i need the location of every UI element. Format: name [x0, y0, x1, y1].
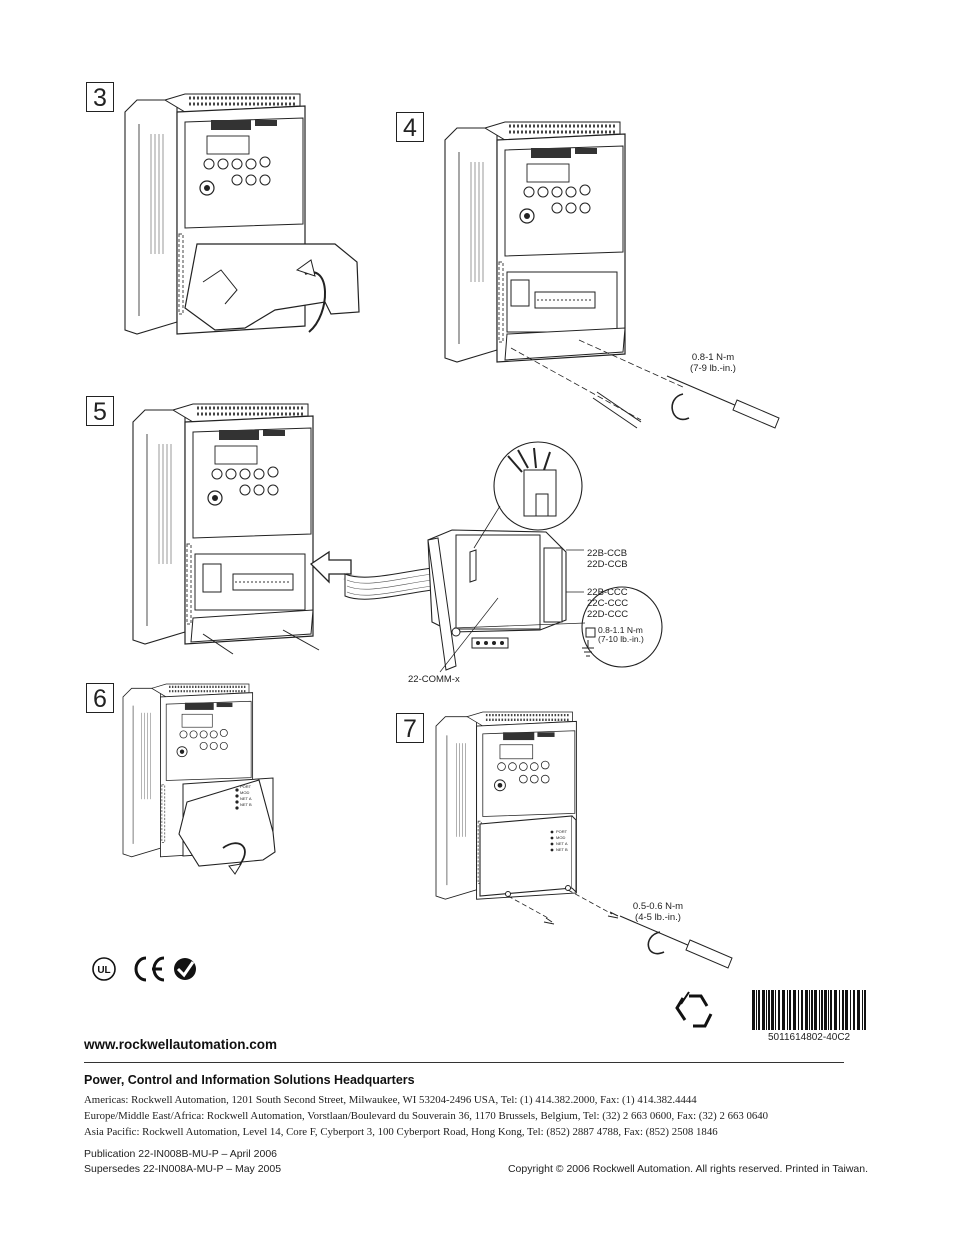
step-number-3: 3 — [86, 82, 114, 112]
barcode-number: 5011614802-40C2 — [768, 1032, 851, 1043]
publication-number: Publication 22-IN008B-MU-P – April 2006 — [84, 1148, 277, 1160]
port-labels-step7: PORT MOD NET A NET B — [556, 829, 568, 852]
barcode-bar — [766, 990, 767, 1030]
comm-module-drawing — [427, 441, 663, 673]
barcode-bar — [762, 990, 765, 1030]
barcode-bar — [758, 990, 760, 1030]
step-number-5: 5 — [86, 396, 114, 426]
barcode-bar — [809, 990, 810, 1030]
model-ccb-label: 22B-CCB 22D-CCB — [587, 548, 628, 570]
step7-drawing — [434, 710, 733, 969]
ul-listed-icon: UL — [92, 957, 116, 981]
barcode-bar — [798, 990, 799, 1030]
step-number-6: 6 — [86, 683, 114, 713]
barcode-bar — [811, 990, 813, 1030]
svg-text:UL: UL — [97, 965, 110, 976]
address-emea: Europe/Middle East/Africa: Rockwell Auto… — [84, 1110, 769, 1122]
barcode-bar — [768, 990, 770, 1030]
barcode-bar — [850, 990, 851, 1030]
website-link[interactable]: www.rockwellautomation.com — [84, 1037, 278, 1052]
comm-module-label: 22-COMM-x — [408, 674, 460, 685]
step4-drawing — [443, 120, 780, 429]
barcode-bar — [789, 990, 791, 1030]
barcode-bar — [842, 990, 844, 1030]
barcode — [752, 990, 866, 1030]
ce-mark-icon — [134, 956, 165, 982]
barcode-bar — [857, 990, 860, 1030]
barcode-bar — [864, 990, 866, 1030]
barcode-bar — [821, 990, 823, 1030]
barcode-bar — [756, 990, 757, 1030]
step-number-4: 4 — [396, 112, 424, 142]
torque-cover-label: 0.8-1 N-m (7-9 lb.-in.) — [690, 352, 736, 374]
barcode-bar — [839, 990, 840, 1030]
barcode-bar — [793, 990, 796, 1030]
barcode-bar — [862, 990, 863, 1030]
barcode-bar — [834, 990, 837, 1030]
headquarters-title: Power, Control and Information Solutions… — [84, 1073, 415, 1087]
recycle-icon — [675, 991, 713, 1028]
barcode-bar — [845, 990, 848, 1030]
port-labels-step6: PORT MOD NET A NET B — [240, 784, 252, 807]
torque-ground-label: 0.8-1.1 N-m (7-10 lb.-in.) — [598, 625, 644, 644]
barcode-bar — [801, 990, 803, 1030]
torque-screw-label: 0.5-0.6 N-m (4-5 lb.-in.) — [632, 901, 684, 923]
barcode-bar — [824, 990, 827, 1030]
model-ccc-label: 22B-CCC 22C-CCC 22D-CCC — [587, 587, 629, 620]
barcode-bar — [752, 990, 755, 1030]
supersedes-number: Supersedes 22-IN008A-MU-P – May 2005 — [84, 1163, 282, 1175]
footer-divider — [84, 1062, 844, 1063]
barcode-bar — [830, 990, 832, 1030]
barcode-bar — [819, 990, 820, 1030]
copyright-notice: Copyright © 2006 Rockwell Automation. Al… — [507, 1163, 868, 1175]
barcode-bar — [771, 990, 774, 1030]
barcode-bar — [814, 990, 817, 1030]
barcode-bar — [787, 990, 788, 1030]
step-number-7: 7 — [396, 713, 424, 743]
barcode-bar — [853, 990, 855, 1030]
barcode-bar — [828, 990, 829, 1030]
step5-drawing — [131, 402, 474, 655]
step3-drawing — [123, 92, 360, 336]
address-americas: Americas: Rockwell Automation, 1201 Sout… — [84, 1094, 697, 1106]
barcode-bar — [805, 990, 808, 1030]
address-asia-pacific: Asia Pacific: Rockwell Automation, Level… — [84, 1126, 718, 1138]
step6-drawing — [121, 682, 276, 875]
barcode-bar — [782, 990, 785, 1030]
barcode-bar — [778, 990, 780, 1030]
barcode-bar — [775, 990, 776, 1030]
c-tick-icon — [174, 958, 196, 980]
